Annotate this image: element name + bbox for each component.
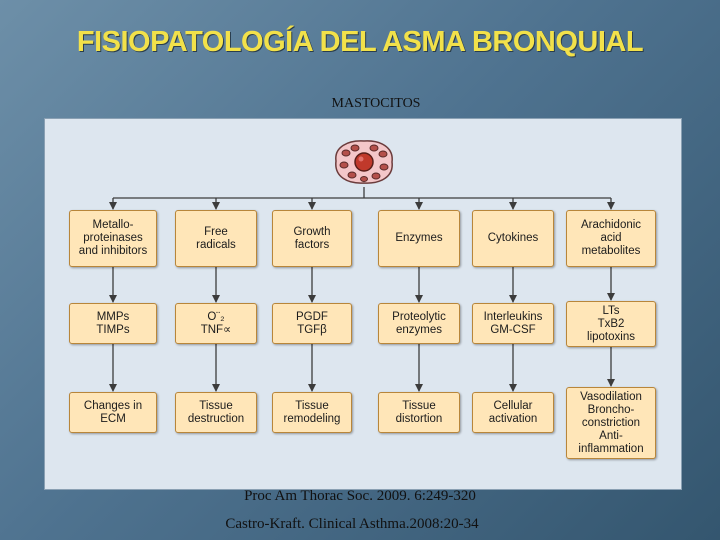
node-col1-row2: MMPs TIMPs [69,303,157,344]
reference-line-2: Castro-Kraft. Clinical Asthma.2008:20-34 [225,516,479,532]
reference-line-1: Proc Am Thorac Soc. 2009. 6:249-320 [244,488,476,504]
node-col1-row3: Changes in ECM [69,392,157,433]
node-col2-row3: Tissue destruction [175,392,257,433]
node-col4-row1: Enzymes [378,210,460,267]
slide-title: FISIOPATOLOGÍA DEL ASMA BRONQUIAL [76,26,644,58]
node-col6-row3: Vasodilation Broncho- constriction Anti-… [566,387,656,459]
node-col4-row3: Tissue distortion [378,392,460,433]
node-col3-row1: Growth factors [272,210,352,267]
node-col5-row1: Cytokines [472,210,554,267]
node-col2-row2: O¨₂ TNF∝ [175,303,257,344]
node-col6-row1: Arachidonic acid metabolites [566,210,656,267]
node-col6-row2: LTs TxB2 lipotoxins [566,301,656,347]
slide-subtitle: MASTOCITOS [331,96,421,111]
node-col2-row1: Free radicals [175,210,257,267]
node-col1-row1: Metallo- proteinases and inhibitors [69,210,157,267]
node-col3-row3: Tissue remodeling [272,392,352,433]
mast-cell-icon [328,137,400,187]
node-col3-row2: PGDF TGFβ [272,303,352,344]
node-col5-row2: Interleukins GM-CSF [472,303,554,344]
node-col5-row3: Cellular activation [472,392,554,433]
node-col4-row2: Proteolytic enzymes [378,303,460,344]
